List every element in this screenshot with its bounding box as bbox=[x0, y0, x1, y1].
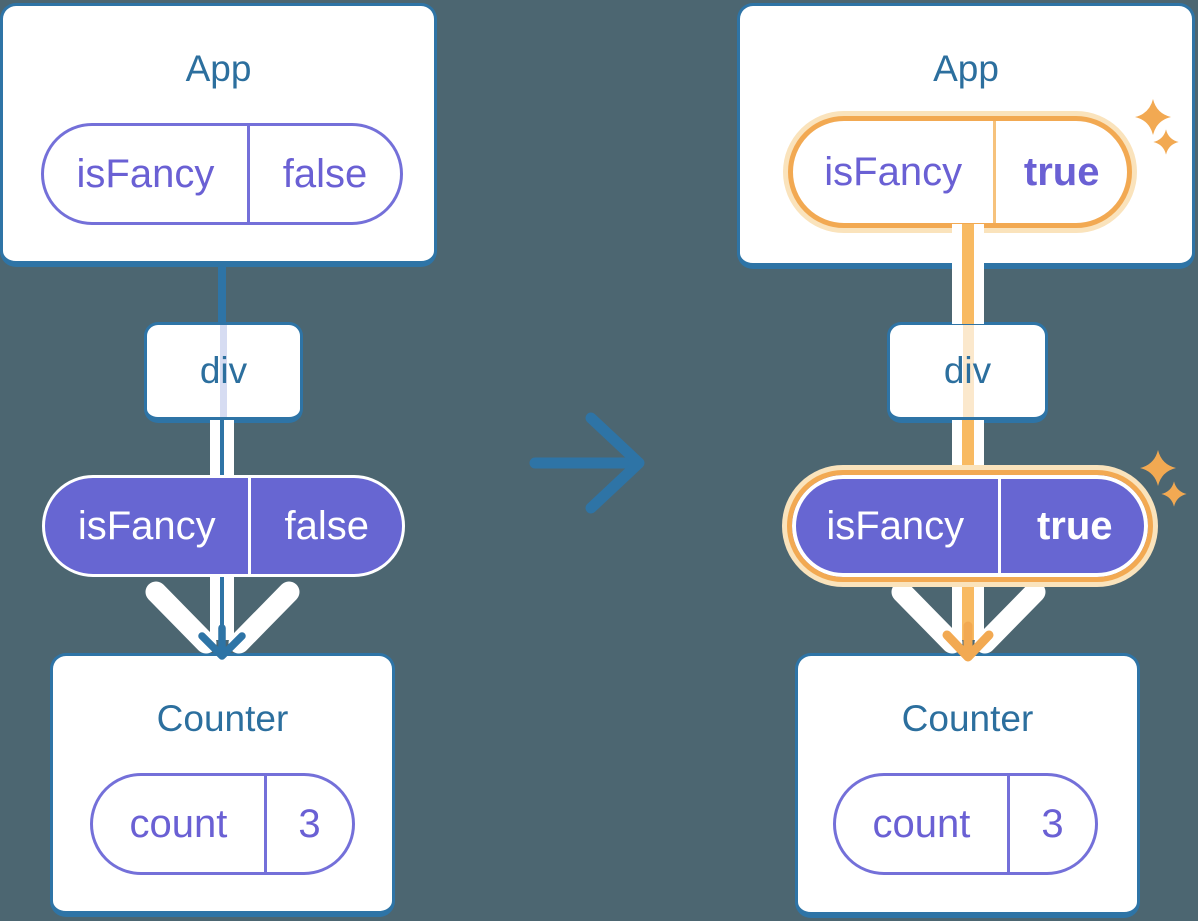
state-value-cell: 3 bbox=[263, 776, 352, 872]
prop-value-cell: true bbox=[998, 475, 1148, 577]
context-prop-pill-before: isFancy false bbox=[42, 475, 405, 577]
counter-state-pill: count 3 bbox=[833, 773, 1098, 875]
app-card-before: App isFancy false bbox=[0, 3, 437, 267]
connector-core bbox=[220, 420, 224, 477]
connector-edge bbox=[952, 578, 962, 640]
counter-title: Counter bbox=[901, 698, 1034, 739]
transition-arrow-icon bbox=[529, 412, 645, 514]
sparkle-icon bbox=[1161, 481, 1187, 507]
div-label: div bbox=[199, 350, 248, 391]
app-prop-pill: isFancy false bbox=[41, 123, 403, 225]
counter-card-before: Counter count 3 bbox=[50, 653, 395, 917]
div-node-after: div bbox=[887, 322, 1048, 423]
connector-core bbox=[962, 224, 974, 324]
prop-value-cell: false bbox=[246, 126, 400, 222]
state-name-cell: count bbox=[872, 802, 971, 846]
div-label: div bbox=[943, 350, 992, 391]
connector-edge bbox=[210, 420, 220, 477]
sparkle-icon bbox=[1140, 450, 1176, 486]
pass-through-line bbox=[219, 325, 227, 417]
div-node-before: div bbox=[144, 322, 303, 423]
connector-pill-to-counter bbox=[210, 574, 234, 640]
app-title: App bbox=[933, 48, 999, 89]
connector-div-to-pill bbox=[952, 420, 984, 475]
prop-name-cell: isFancy bbox=[826, 504, 965, 548]
sparkle-icon bbox=[1135, 99, 1171, 135]
connector-app-to-div bbox=[218, 264, 226, 324]
prop-value-cell: false bbox=[248, 478, 402, 574]
connector-div-to-pill bbox=[210, 420, 234, 477]
prop-value-cell: true bbox=[993, 121, 1127, 223]
connector-edge bbox=[210, 574, 220, 640]
flow-chevron-icon bbox=[145, 581, 300, 654]
counter-title: Counter bbox=[156, 698, 289, 739]
connector-core bbox=[220, 574, 224, 640]
context-prop-pill-highlighted: isFancy true bbox=[787, 470, 1153, 582]
counter-state-pill: count 3 bbox=[90, 773, 355, 875]
prop-name-cell: isFancy bbox=[824, 150, 963, 194]
arrowhead-icon-blue bbox=[198, 624, 246, 660]
connector-edge bbox=[974, 420, 984, 475]
sparkle-icon bbox=[1153, 129, 1179, 155]
connector-edge bbox=[952, 420, 962, 475]
connector-edge bbox=[974, 224, 984, 324]
arrowhead-icon-orange bbox=[942, 621, 994, 662]
counter-card-after: Counter count 3 bbox=[795, 653, 1140, 918]
connector-app-to-div bbox=[952, 224, 984, 324]
connector-edge bbox=[974, 578, 984, 640]
state-value-cell: 3 bbox=[1006, 776, 1095, 872]
app-title: App bbox=[185, 48, 252, 89]
connector-edge bbox=[952, 224, 962, 324]
app-card-after: App isFancy true bbox=[737, 3, 1195, 269]
state-name-cell: count bbox=[129, 802, 228, 846]
prop-name-cell: isFancy bbox=[76, 152, 215, 196]
connector-edge bbox=[224, 420, 234, 477]
app-prop-pill-highlighted: isFancy true bbox=[788, 116, 1132, 228]
prop-name-cell: isFancy bbox=[77, 504, 216, 548]
pass-through-line bbox=[962, 325, 974, 417]
connector-edge bbox=[224, 574, 234, 640]
connector-core bbox=[962, 420, 974, 475]
